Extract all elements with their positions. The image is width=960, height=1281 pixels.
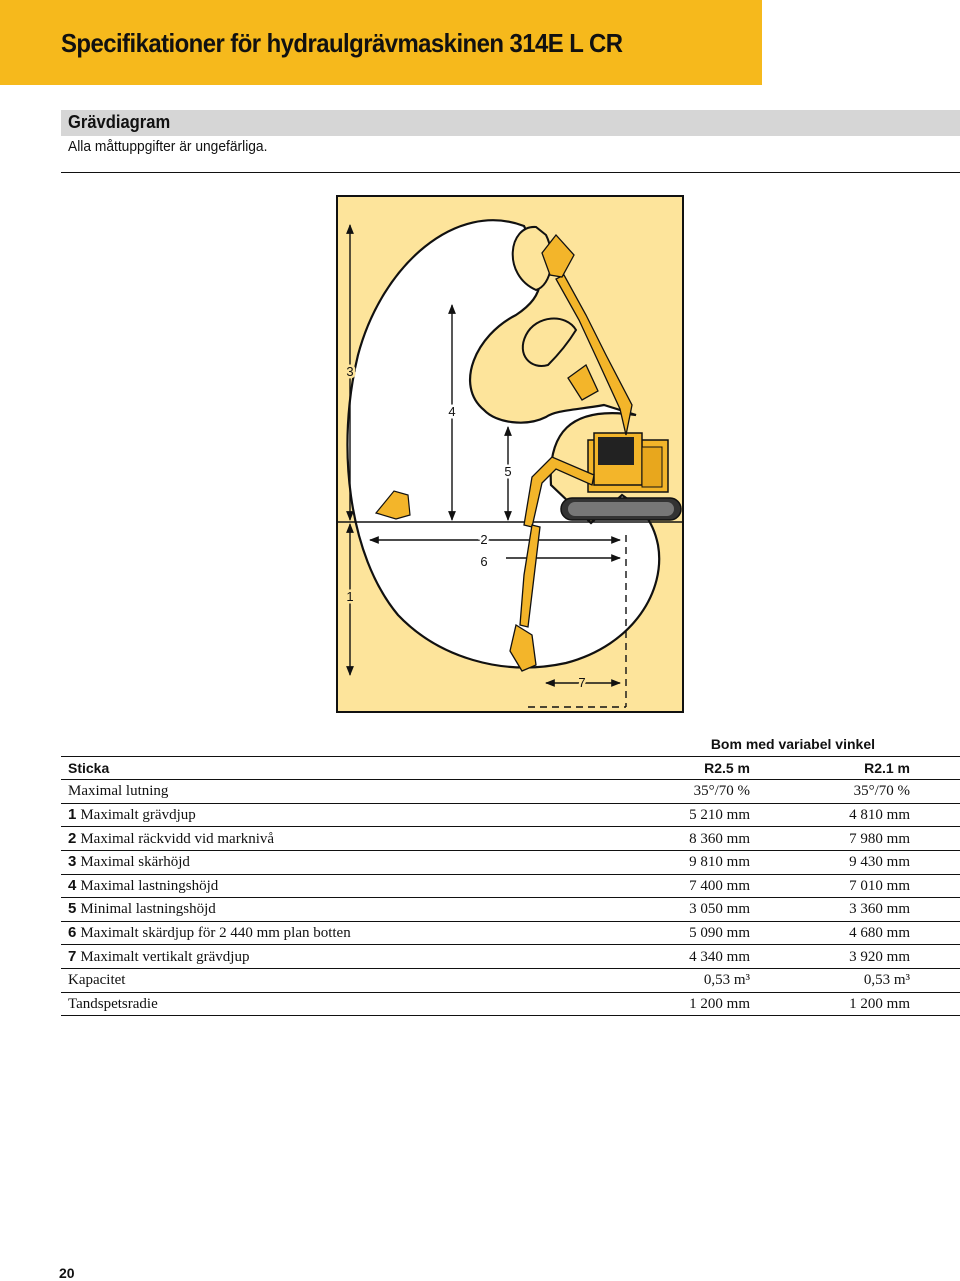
bucket-ground — [374, 490, 411, 520]
row-value-r21: 4 680 mm — [750, 921, 960, 946]
row-value-r21: 7 980 mm — [750, 826, 960, 851]
dim-label-3: 3 — [346, 364, 353, 379]
table-group-header-row: Bom med variabel vinkel — [61, 733, 960, 757]
row-label: Maximalt vertikalt grävdjup — [80, 948, 250, 965]
excavator-undercarriage — [560, 497, 682, 521]
row-value-r25: 35°/70 % — [610, 779, 750, 804]
row-value-r25: 1 200 mm — [610, 992, 750, 1017]
row-label: Maximal räckvidd vid marknivå — [80, 830, 275, 847]
dim-label-7: 7 — [578, 675, 585, 690]
column-header-v2: R2.1 m — [750, 756, 960, 781]
row-value-r21: 35°/70 % — [750, 779, 960, 804]
row-value-r21: 3 920 mm — [750, 944, 960, 969]
section-subtitle: Alla måttuppgifter är ungefärliga. — [68, 138, 268, 155]
row-value-r25: 9 810 mm — [610, 850, 750, 875]
row-value-r21: 3 360 mm — [750, 897, 960, 922]
row-value-r25: 7 400 mm — [610, 874, 750, 899]
row-label: Maximal skärhöjd — [80, 854, 190, 871]
row-number: 3 — [68, 853, 77, 871]
table-column-header-row: Sticka R2.5 m R2.1 m — [61, 756, 960, 781]
excavator-arm-lowered — [509, 456, 595, 672]
page-number: 20 — [59, 1265, 75, 1281]
header-bar — [0, 0, 762, 85]
section-title: Grävdiagram — [68, 112, 171, 132]
row-number: 4 — [68, 876, 77, 894]
digging-diagram: 3 1 4 5 2 6 7 — [336, 195, 684, 713]
envelope-inner-loop — [521, 317, 578, 367]
excavator-body — [587, 432, 669, 493]
row-number: 5 — [68, 900, 77, 918]
row-value-r21: 1 200 mm — [750, 992, 960, 1017]
table-row: Maximal lutning 35°/70 %35°/70 % — [61, 779, 960, 804]
row-label-cell: Maximal lutning — [61, 779, 610, 804]
row-value-r25: 4 340 mm — [610, 944, 750, 969]
dim-label-6: 6 — [480, 554, 487, 569]
table-group-header: Bom med variabel vinkel — [61, 733, 960, 757]
row-value-r25: 8 360 mm — [610, 826, 750, 851]
row-label: Maximalt skärdjup för 2 440 mm plan bott… — [80, 925, 351, 942]
row-number: 6 — [68, 924, 77, 942]
spec-table: Bom med variabel vinkel Sticka R2.5 m R2… — [61, 733, 960, 1017]
row-label-cell: Kapacitet — [61, 968, 610, 993]
section-rule — [61, 172, 960, 173]
dim-label-5: 5 — [504, 464, 511, 479]
digging-diagram-svg: 3 1 4 5 2 6 7 — [336, 195, 684, 713]
row-number: 1 — [68, 806, 77, 824]
row-label: Minimal lastningshöjd — [80, 901, 216, 918]
row-value-r21: 7 010 mm — [750, 874, 960, 899]
row-number: 7 — [68, 947, 77, 965]
excavator-arm-raised — [541, 233, 633, 436]
page-title: Specifikationer för hydraulgrävmaskinen … — [61, 28, 623, 58]
dim-label-2: 2 — [480, 532, 487, 547]
dim-label-4: 4 — [448, 404, 455, 419]
column-header-label: Sticka — [61, 756, 610, 781]
section-bar — [61, 110, 960, 136]
row-label: Maximalt grävdjup — [80, 807, 196, 824]
row-value-r25: 5 210 mm — [610, 803, 750, 828]
row-label: Maximal lutning — [68, 783, 169, 800]
row-label: Kapacitet — [68, 972, 126, 989]
dim-label-1: 1 — [346, 589, 353, 604]
row-number: 2 — [68, 829, 77, 847]
row-value-r25: 5 090 mm — [610, 921, 750, 946]
row-value-r21: 0,53 m³ — [750, 968, 960, 993]
row-label: Maximal lastningshöjd — [80, 877, 219, 894]
row-value-r21: 9 430 mm — [750, 850, 960, 875]
row-label-cell: Tandspetsradie — [61, 992, 610, 1017]
column-header-v1: R2.5 m — [610, 756, 750, 781]
row-label: Tandspetsradie — [68, 995, 158, 1012]
row-value-r21: 4 810 mm — [750, 803, 960, 828]
row-value-r25: 0,53 m³ — [610, 968, 750, 993]
row-value-r25: 3 050 mm — [610, 897, 750, 922]
